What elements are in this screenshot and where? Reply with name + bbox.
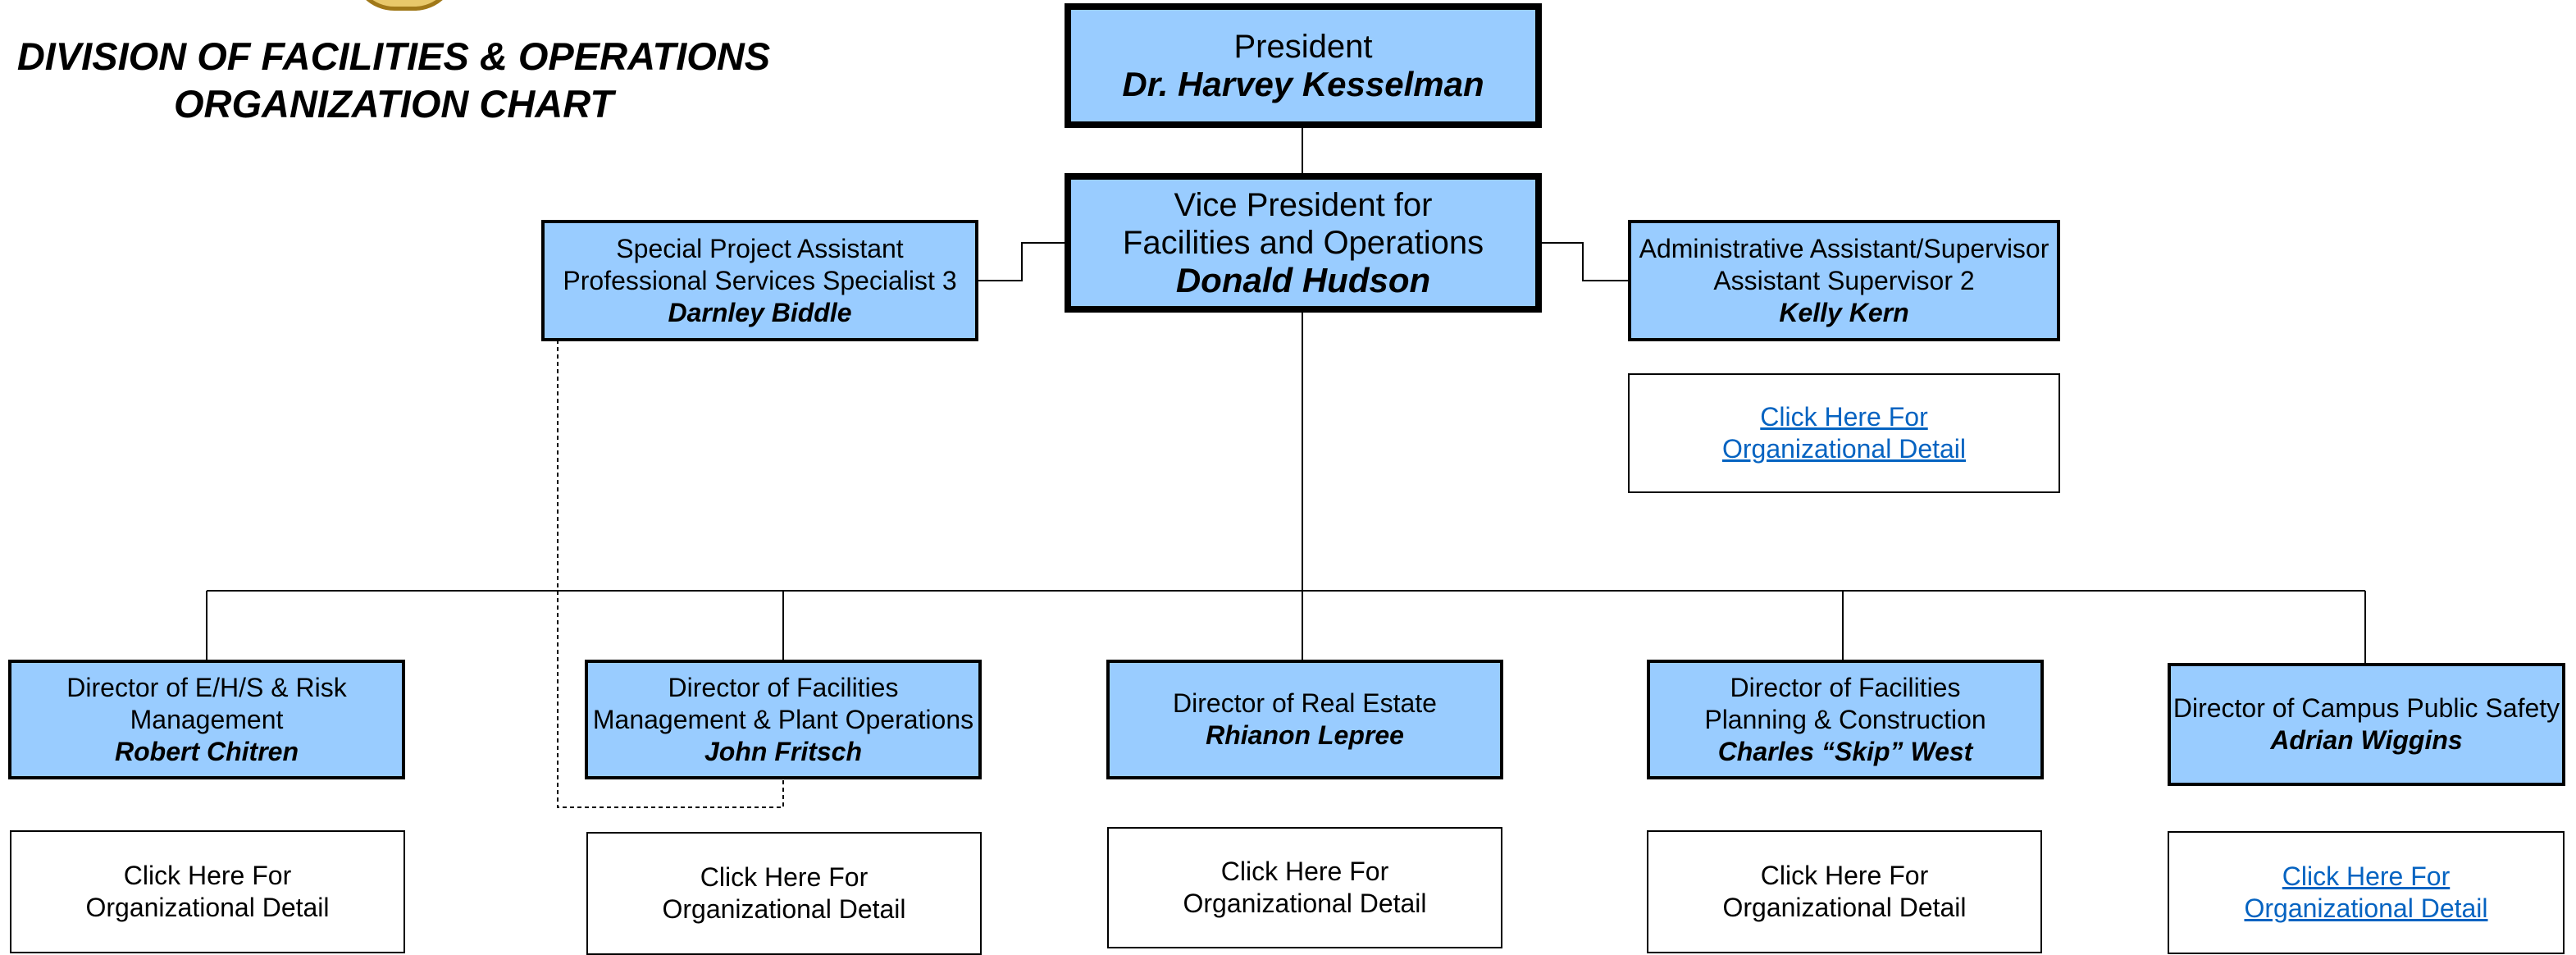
ehs-detail-link[interactable]: Click Here For Organizational Detail xyxy=(10,830,405,953)
director-role-line-1: Director of Facilities xyxy=(668,672,899,702)
detail-line-1: Click Here For xyxy=(1760,861,1929,890)
director-name: Adrian Wiggins xyxy=(2270,725,2463,755)
director-role-line-2: Management & Plant Operations xyxy=(592,704,974,734)
director-role-line-1: Director of Facilities xyxy=(1730,672,1961,702)
special-assistant-role-line-2: Professional Services Specialist 3 xyxy=(563,265,957,295)
detail-line-1[interactable]: Click Here For xyxy=(2282,861,2451,891)
title-line-1: DIVISION OF FACILITIES & OPERATIONS xyxy=(16,34,771,78)
vp-role-line-1: Vice President for xyxy=(1174,187,1433,223)
admin-detail-link[interactable]: Click Here For Organizational Detail xyxy=(1628,373,2060,493)
director-ehs-box: Director of E/H/S & Risk Management Robe… xyxy=(8,660,405,779)
vp-name: Donald Hudson xyxy=(1175,261,1431,299)
facilities-planning-detail-link[interactable]: Click Here For Organizational Detail xyxy=(1647,830,2042,953)
director-name: John Fritsch xyxy=(704,736,862,766)
admin-assistant-name: Kelly Kern xyxy=(1779,297,1909,327)
detail-line-2: Organizational Detail xyxy=(85,893,330,922)
real-estate-detail-link[interactable]: Click Here For Organizational Detail xyxy=(1107,827,1502,948)
detail-line-2: Organizational Detail xyxy=(1722,893,1967,922)
director-role-line-2: Management xyxy=(130,704,284,734)
director-facilities-planning-box: Director of Facilities Planning & Constr… xyxy=(1647,660,2044,779)
detail-line-2: Organizational Detail xyxy=(662,894,906,924)
director-role-line-1: Director of Real Estate xyxy=(1173,688,1437,718)
director-name: Charles “Skip” West xyxy=(1717,736,1973,766)
special-assistant-connector xyxy=(976,242,1066,281)
page-title: DIVISION OF FACILITIES & OPERATIONS ORGA… xyxy=(0,33,787,128)
president-box: President Dr. Harvey Kesselman xyxy=(1065,3,1542,128)
director-name: Robert Chitren xyxy=(115,736,299,766)
admin-assistant-box: Administrative Assistant/Supervisor Assi… xyxy=(1628,220,2060,341)
special-assistant-box: Special Project Assistant Professional S… xyxy=(541,220,978,341)
admin-detail-line-2[interactable]: Organizational Detail xyxy=(1721,434,1967,464)
vp-role-line-2: Facilities and Operations xyxy=(1122,225,1484,261)
director-role-line-1: Director of E/H/S & Risk xyxy=(66,672,347,702)
special-assistant-name: Darnley Biddle xyxy=(668,297,852,327)
admin-assistant-role-line-2: Assistant Supervisor 2 xyxy=(1713,265,1975,295)
facilities-mgmt-detail-link[interactable]: Click Here For Organizational Detail xyxy=(586,832,982,955)
detail-line-2[interactable]: Organizational Detail xyxy=(2244,893,2488,923)
vice-president-box: Vice President for Facilities and Operat… xyxy=(1065,173,1542,313)
detail-line-1: Click Here For xyxy=(1220,857,1389,886)
admin-assistant-role-line-1: Administrative Assistant/Supervisor xyxy=(1639,233,2049,263)
admin-detail-line-1[interactable]: Click Here For xyxy=(1760,402,1928,432)
director-name: Rhianon Lepree xyxy=(1206,720,1404,750)
special-assistant-role-line-1: Special Project Assistant xyxy=(616,233,904,263)
director-public-safety-box: Director of Campus Public Safety Adrian … xyxy=(2168,663,2565,786)
detail-line-1: Click Here For xyxy=(123,861,292,890)
director-role-line-1: Director of Campus Public Safety xyxy=(2173,693,2560,723)
president-role: President xyxy=(1233,29,1373,65)
director-role-line-2: Planning & Construction xyxy=(1704,704,1986,734)
director-facilities-mgmt-box: Director of Facilities Management & Plan… xyxy=(585,660,982,779)
dotted-reporting-line xyxy=(557,340,784,808)
president-name: Dr. Harvey Kesselman xyxy=(1122,65,1484,103)
detail-line-2: Organizational Detail xyxy=(1183,889,1427,918)
title-line-2: ORGANIZATION CHART xyxy=(173,82,614,126)
detail-line-1: Click Here For xyxy=(700,862,869,892)
admin-assistant-connector xyxy=(1539,242,1630,281)
public-safety-detail-link[interactable]: Click Here For Organizational Detail xyxy=(2168,831,2565,954)
director-real-estate-box: Director of Real Estate Rhianon Lepree xyxy=(1106,660,1503,779)
